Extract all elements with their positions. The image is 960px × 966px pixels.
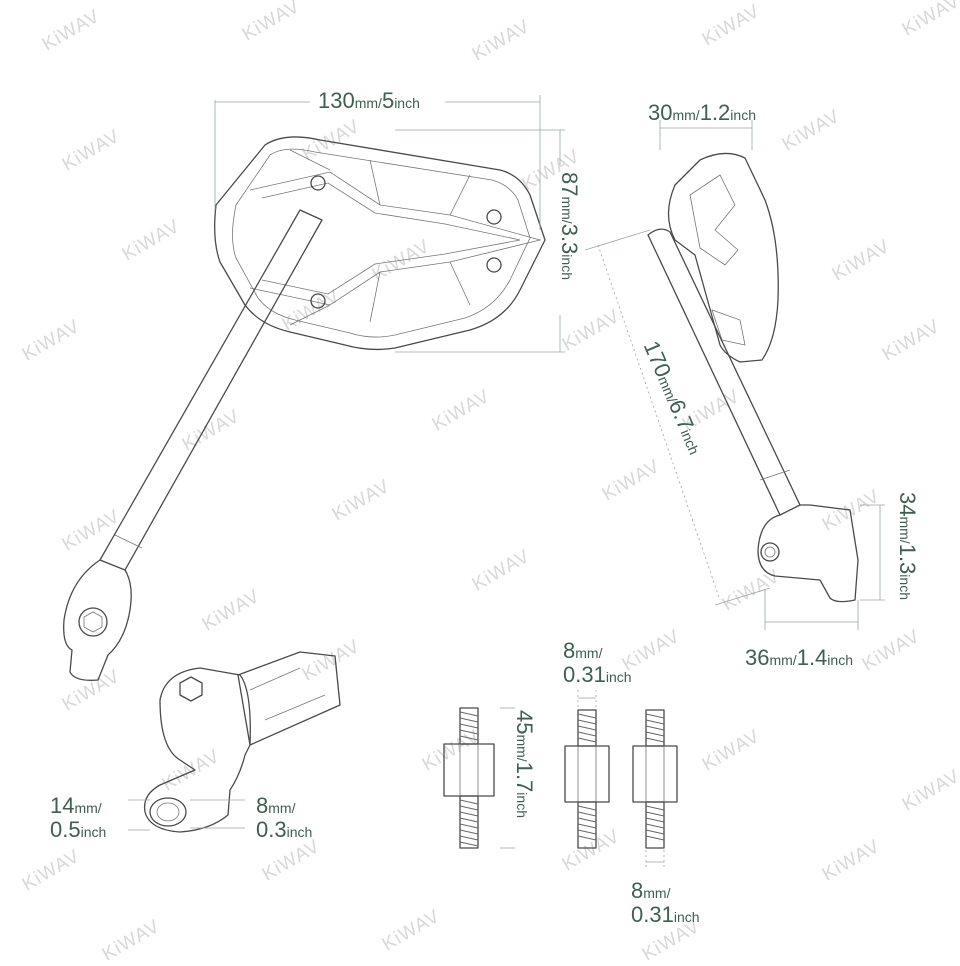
hole-diameter-in: 0.5 [50, 817, 81, 842]
bracket-width-mm: 36 [745, 645, 770, 670]
mirror-height-label: 87mm/3.3inch [557, 172, 582, 280]
bolt-thread-top-label: 8mm/ 0.31inch [563, 640, 632, 686]
bracket-height-mm: 34 [895, 492, 920, 517]
side-mirror-view [647, 152, 859, 603]
hole-diameter-mm: 14 [50, 793, 75, 818]
front-mirror-view [63, 136, 546, 681]
bolt-length-label: 45mm/1.7inch [512, 710, 537, 818]
mirror-width-mm-unit: mm/ [354, 95, 382, 111]
hole-diameter-mm-unit: mm/ [74, 800, 102, 816]
bolt-thread-bottom-mm-unit: mm/ [643, 885, 671, 901]
bolt-length-in: 1.7 [512, 761, 537, 793]
mirror-depth-label: 30mm/1.2inch [648, 102, 756, 124]
mirror-depth-mm: 30 [648, 100, 673, 125]
thread-hole-label: 8mm/ 0.3inch [256, 795, 312, 841]
bracket-height-in-unit: inch [897, 574, 913, 600]
bolt-thread-bottom-label: 8mm/ 0.31inch [631, 880, 700, 926]
bracket-height-mm-unit: mm/ [897, 516, 913, 544]
bolt-thread-bottom-mm: 8 [631, 878, 644, 903]
mirror-height-in: 3.3 [557, 223, 582, 255]
mirror-depth-in-unit: inch [730, 107, 756, 123]
bracket-width-mm-unit: mm/ [769, 652, 797, 668]
thread-hole-in-unit: inch [286, 824, 313, 840]
bolt-length-in-unit: inch [514, 792, 530, 818]
bolt-thread-top-in-unit: inch [605, 669, 632, 685]
mirror-width-mm: 130 [318, 88, 355, 113]
mirror-width-in-unit: inch [394, 95, 420, 111]
bolt-middle [564, 709, 610, 849]
mirror-width-label: 130mm/5inch [318, 90, 420, 112]
hole-diameter-in-unit: inch [80, 824, 107, 840]
bracket-height-in: 1.3 [895, 543, 920, 575]
bracket-width-in: 1.4 [796, 645, 828, 670]
thread-hole-in: 0.3 [256, 817, 287, 842]
bolt-thread-top-in: 0.31 [563, 662, 606, 687]
mirror-depth-mm-unit: mm/ [672, 107, 700, 123]
mirror-depth-in: 1.2 [699, 100, 731, 125]
mirror-width-in: 5 [381, 88, 395, 113]
bracket-width-in-unit: inch [827, 652, 853, 668]
mirror-height-mm: 87 [557, 172, 582, 197]
bolt-thread-bottom-in-unit: inch [673, 909, 700, 925]
thread-hole-mm-unit: mm/ [268, 800, 296, 816]
bracket-width-label: 36mm/1.4inch [745, 647, 853, 669]
bolt-length-mm: 45 [512, 710, 537, 735]
thread-hole-mm: 8 [256, 793, 269, 818]
bracket-height-label: 34mm/1.3inch [895, 492, 920, 600]
bolt-long [443, 707, 495, 849]
mirror-height-mm-unit: mm/ [559, 196, 575, 224]
bolt-length-mm-unit: mm/ [514, 734, 530, 762]
bolt-thread-top-mm: 8 [563, 638, 576, 663]
bolt-thread-bottom-in: 0.31 [631, 902, 674, 927]
hole-diameter-label: 14mm/ 0.5inch [50, 795, 106, 841]
mirror-height-in-unit: inch [559, 254, 575, 280]
bolt-thread-top-mm-unit: mm/ [575, 645, 603, 661]
bolt-right [632, 709, 678, 849]
bracket-closeup [143, 651, 341, 833]
